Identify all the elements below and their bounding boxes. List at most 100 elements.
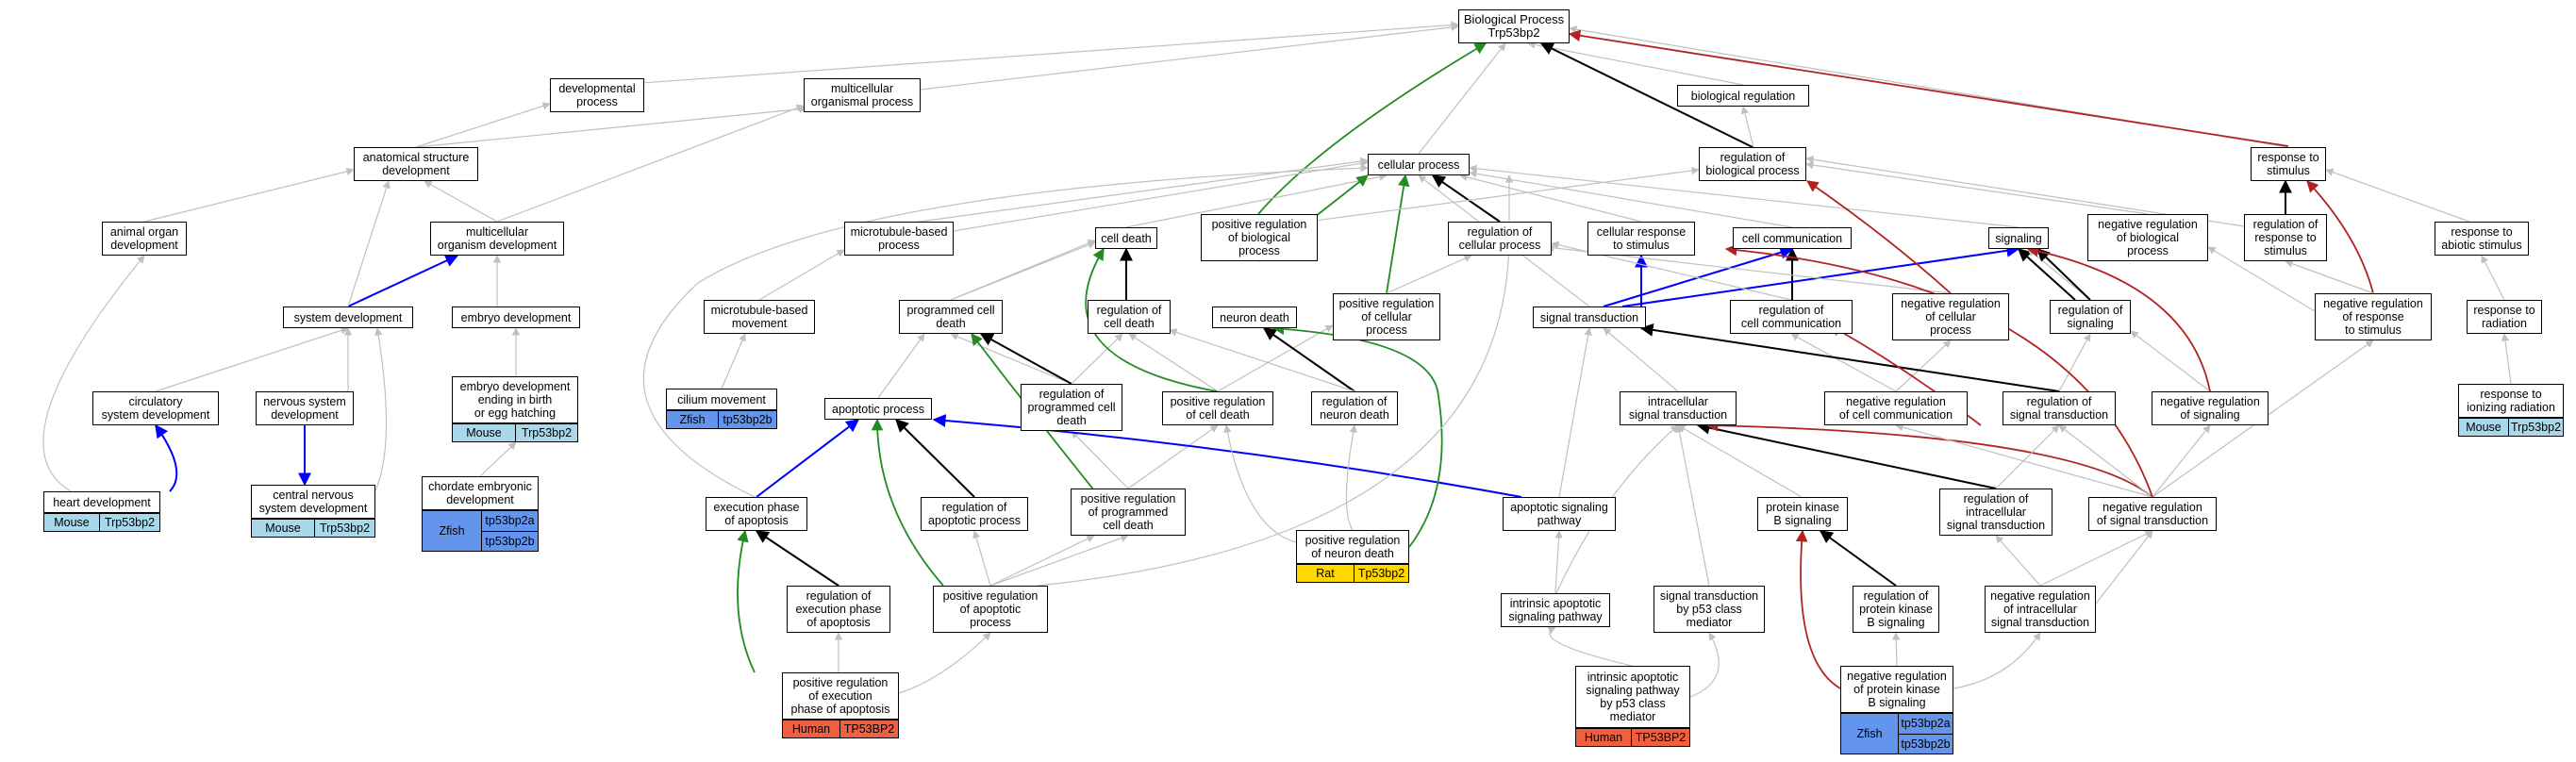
node-biological-process[interactable]: Biological Process Trp53bp2 bbox=[1458, 9, 1570, 43]
node-regulation-of-neuron-death[interactable]: regulation of neuron death bbox=[1311, 391, 1398, 425]
node-positive-regulation-of-biological-process[interactable]: positive regulation of biological proces… bbox=[1201, 214, 1318, 261]
node-programmed-cell-death[interactable]: programmed cell death bbox=[899, 300, 1003, 334]
edge-95 bbox=[1895, 422, 2153, 498]
tag-gene: Trp53bp2 bbox=[515, 424, 577, 441]
edge-10 bbox=[1740, 106, 1754, 148]
node-cell-death[interactable]: cell death bbox=[1095, 227, 1157, 249]
node-regulation-of-cell-communication[interactable]: regulation of cell communication bbox=[1730, 300, 1853, 334]
node-biological-regulation[interactable]: biological regulation bbox=[1677, 85, 1809, 107]
edge-94 bbox=[2058, 424, 2153, 498]
node-cilium-movement[interactable]: cilium movement bbox=[666, 389, 777, 410]
node-positive-regulation-of-neuron-death[interactable]: positive regulation of neuron death bbox=[1296, 530, 1409, 564]
edge-74 bbox=[1217, 324, 1334, 392]
edge-6 bbox=[1257, 42, 1487, 215]
edge-14 bbox=[347, 254, 459, 307]
node-developmental-process[interactable]: developmental process bbox=[550, 78, 644, 112]
node-regulation-of-signal-transduction[interactable]: regulation of signal transduction bbox=[2003, 391, 2116, 425]
node-embryo-development[interactable]: embryo development bbox=[452, 306, 580, 328]
node-nervous-system-development[interactable]: nervous system development bbox=[256, 391, 354, 425]
node-regulation-of-execution-phase-of-apoptosis[interactable]: regulation of execution phase of apoptos… bbox=[787, 586, 890, 633]
edge-62 bbox=[1790, 333, 1897, 392]
node-positive-regulation-of-cell-death[interactable]: positive regulation of cell death bbox=[1162, 391, 1273, 425]
node-microtubule-based-movement[interactable]: microtubule-based movement bbox=[704, 300, 815, 334]
node-cellular-process[interactable]: cellular process bbox=[1368, 154, 1470, 175]
node-microtubule-based-process[interactable]: microtubule-based process bbox=[844, 222, 954, 256]
node-regulation-of-protein-kinase-b-signaling[interactable]: regulation of protein kinase B signaling bbox=[1853, 586, 1939, 633]
edge-13 bbox=[496, 104, 805, 223]
edge-16 bbox=[347, 180, 391, 307]
node-chordate-embryonic-development[interactable]: chordate embryonic development bbox=[422, 476, 539, 510]
edge-75 bbox=[1262, 327, 1355, 392]
node-negative-regulation-of-cellular-process[interactable]: negative regulation of cellular process bbox=[1892, 293, 2009, 340]
node-cellular-response-to-stimulus[interactable]: cellular response to stimulus bbox=[1587, 222, 1695, 256]
edge-104 bbox=[737, 529, 756, 673]
node-heart-development[interactable]: heart development bbox=[43, 491, 160, 513]
node-positive-regulation-of-apoptotic-process[interactable]: positive regulation of apoptotic process bbox=[933, 586, 1048, 633]
node-system-development[interactable]: system development bbox=[283, 306, 413, 328]
edge-82 bbox=[1127, 424, 1219, 489]
node-multicellular-organism-development[interactable]: multicellular organism development bbox=[430, 222, 564, 256]
edge-55 bbox=[2285, 259, 2374, 294]
edge-70 bbox=[950, 333, 1072, 385]
node-signal-transduction-by-p53[interactable]: signal transduction by p53 class mediato… bbox=[1654, 586, 1765, 633]
node-response-to-radiation[interactable]: response to radiation bbox=[2467, 300, 2542, 334]
node-neuron-death[interactable]: neuron death bbox=[1212, 306, 1297, 328]
node-regulation-of-response-to-stimulus[interactable]: regulation of response to stimulus bbox=[2244, 214, 2327, 261]
node-regulation-of-signaling[interactable]: regulation of signaling bbox=[2050, 300, 2131, 334]
node-regulation-of-biological-process[interactable]: regulation of biological process bbox=[1699, 147, 1806, 181]
edge-12 bbox=[424, 180, 498, 223]
node-signaling[interactable]: signaling bbox=[1988, 227, 2049, 249]
node-protein-kinase-b-signaling[interactable]: protein kinase B signaling bbox=[1757, 497, 1848, 531]
edge-46 bbox=[2017, 248, 2076, 301]
node-negative-regulation-of-biological-process[interactable]: negative regulation of biological proces… bbox=[2087, 214, 2208, 261]
node-animal-organ-development[interactable]: animal organ development bbox=[102, 222, 187, 256]
edge-65 bbox=[2130, 330, 2211, 392]
edge-110 bbox=[1554, 530, 1563, 594]
node-response-to-ionizing-radiation[interactable]: response to ionizing radiation bbox=[2458, 384, 2564, 418]
node-intracellular-signal-transduction[interactable]: intracellular signal transduction bbox=[1620, 391, 1737, 425]
edge-group bbox=[42, 21, 2512, 698]
tag-species: Rat bbox=[1297, 565, 1354, 582]
node-negative-regulation-of-cell-communication[interactable]: negative regulation of cell communicatio… bbox=[1824, 391, 1968, 425]
node-cell-communication[interactable]: cell communication bbox=[1733, 227, 1852, 249]
node-regulation-of-apoptotic-process[interactable]: regulation of apoptotic process bbox=[921, 497, 1028, 531]
node-positive-regulation-of-cellular-process[interactable]: positive regulation of cellular process bbox=[1333, 293, 1440, 340]
node-negative-regulation-of-signal-transduction[interactable]: negative regulation of signal transducti… bbox=[2088, 497, 2217, 531]
edge-42 bbox=[1469, 164, 2019, 228]
node-signal-transduction[interactable]: signal transduction bbox=[1533, 306, 1646, 328]
node-regulation-of-cellular-process[interactable]: regulation of cellular process bbox=[1448, 222, 1552, 256]
edge-52 bbox=[2481, 255, 2505, 301]
node-apoptotic-process[interactable]: apoptotic process bbox=[824, 398, 932, 420]
edge-107 bbox=[871, 418, 944, 587]
node-negative-regulation-of-protein-kinase-b[interactable]: negative regulation of protein kinase B … bbox=[1840, 666, 1953, 713]
node-negative-regulation-of-intracellular-signal-transduction[interactable]: negative regulation of intracellular sig… bbox=[1985, 586, 2096, 633]
node-response-to-abiotic-stimulus[interactable]: response to abiotic stimulus bbox=[2435, 222, 2529, 256]
node-positive-regulation-of-execution-phase[interactable]: positive regulation of execution phase o… bbox=[782, 672, 899, 720]
edge-64 bbox=[2058, 333, 2091, 392]
edge-109 bbox=[642, 164, 1369, 498]
node-negative-regulation-of-signaling[interactable]: negative regulation of signaling bbox=[2152, 391, 2269, 425]
node-execution-phase-of-apoptosis[interactable]: execution phase of apoptosis bbox=[706, 497, 807, 531]
tag-gene: Trp53bp2 bbox=[99, 514, 159, 531]
edge-121 bbox=[2095, 530, 2153, 605]
node-response-to-stimulus[interactable]: response to stimulus bbox=[2251, 147, 2326, 181]
node-central-nervous-system-development[interactable]: central nervous system development bbox=[251, 485, 375, 519]
edge-77 bbox=[1085, 247, 1218, 392]
node-regulation-of-cell-death[interactable]: regulation of cell death bbox=[1088, 300, 1171, 334]
node-regulation-of-intracellular-signal-transduction[interactable]: regulation of intracellular signal trans… bbox=[1939, 489, 2052, 536]
node-anatomical-structure-development[interactable]: anatomical structure development bbox=[354, 147, 478, 181]
edge-56 bbox=[2207, 246, 2316, 312]
node-intrinsic-apoptotic-by-p53[interactable]: intrinsic apoptotic signaling pathway by… bbox=[1575, 666, 1690, 728]
node-multicellular-organismal-process[interactable]: multicellular organismal process bbox=[804, 78, 921, 112]
node-intrinsic-apoptotic-signaling-pathway[interactable]: intrinsic apoptotic signaling pathway bbox=[1501, 593, 1610, 627]
edge-30 bbox=[1125, 173, 1388, 228]
node-negative-regulation-of-response-to-stimulus[interactable]: negative regulation of response to stimu… bbox=[2315, 293, 2432, 340]
node-regulation-of-programmed-cell-death[interactable]: regulation of programmed cell death bbox=[1021, 384, 1122, 431]
edge-92 bbox=[2152, 424, 2211, 498]
node-circulatory-system-development[interactable]: circulatory system development bbox=[92, 391, 219, 425]
edge-54 bbox=[2306, 180, 2374, 294]
node-embryo-development-ending-in-birth[interactable]: embryo development ending in birth or eg… bbox=[452, 376, 578, 423]
node-apoptotic-signaling-pathway[interactable]: apoptotic signaling pathway bbox=[1503, 497, 1616, 531]
node-positive-regulation-of-programmed-cell-death[interactable]: positive regulation of programmed cell d… bbox=[1071, 489, 1186, 536]
